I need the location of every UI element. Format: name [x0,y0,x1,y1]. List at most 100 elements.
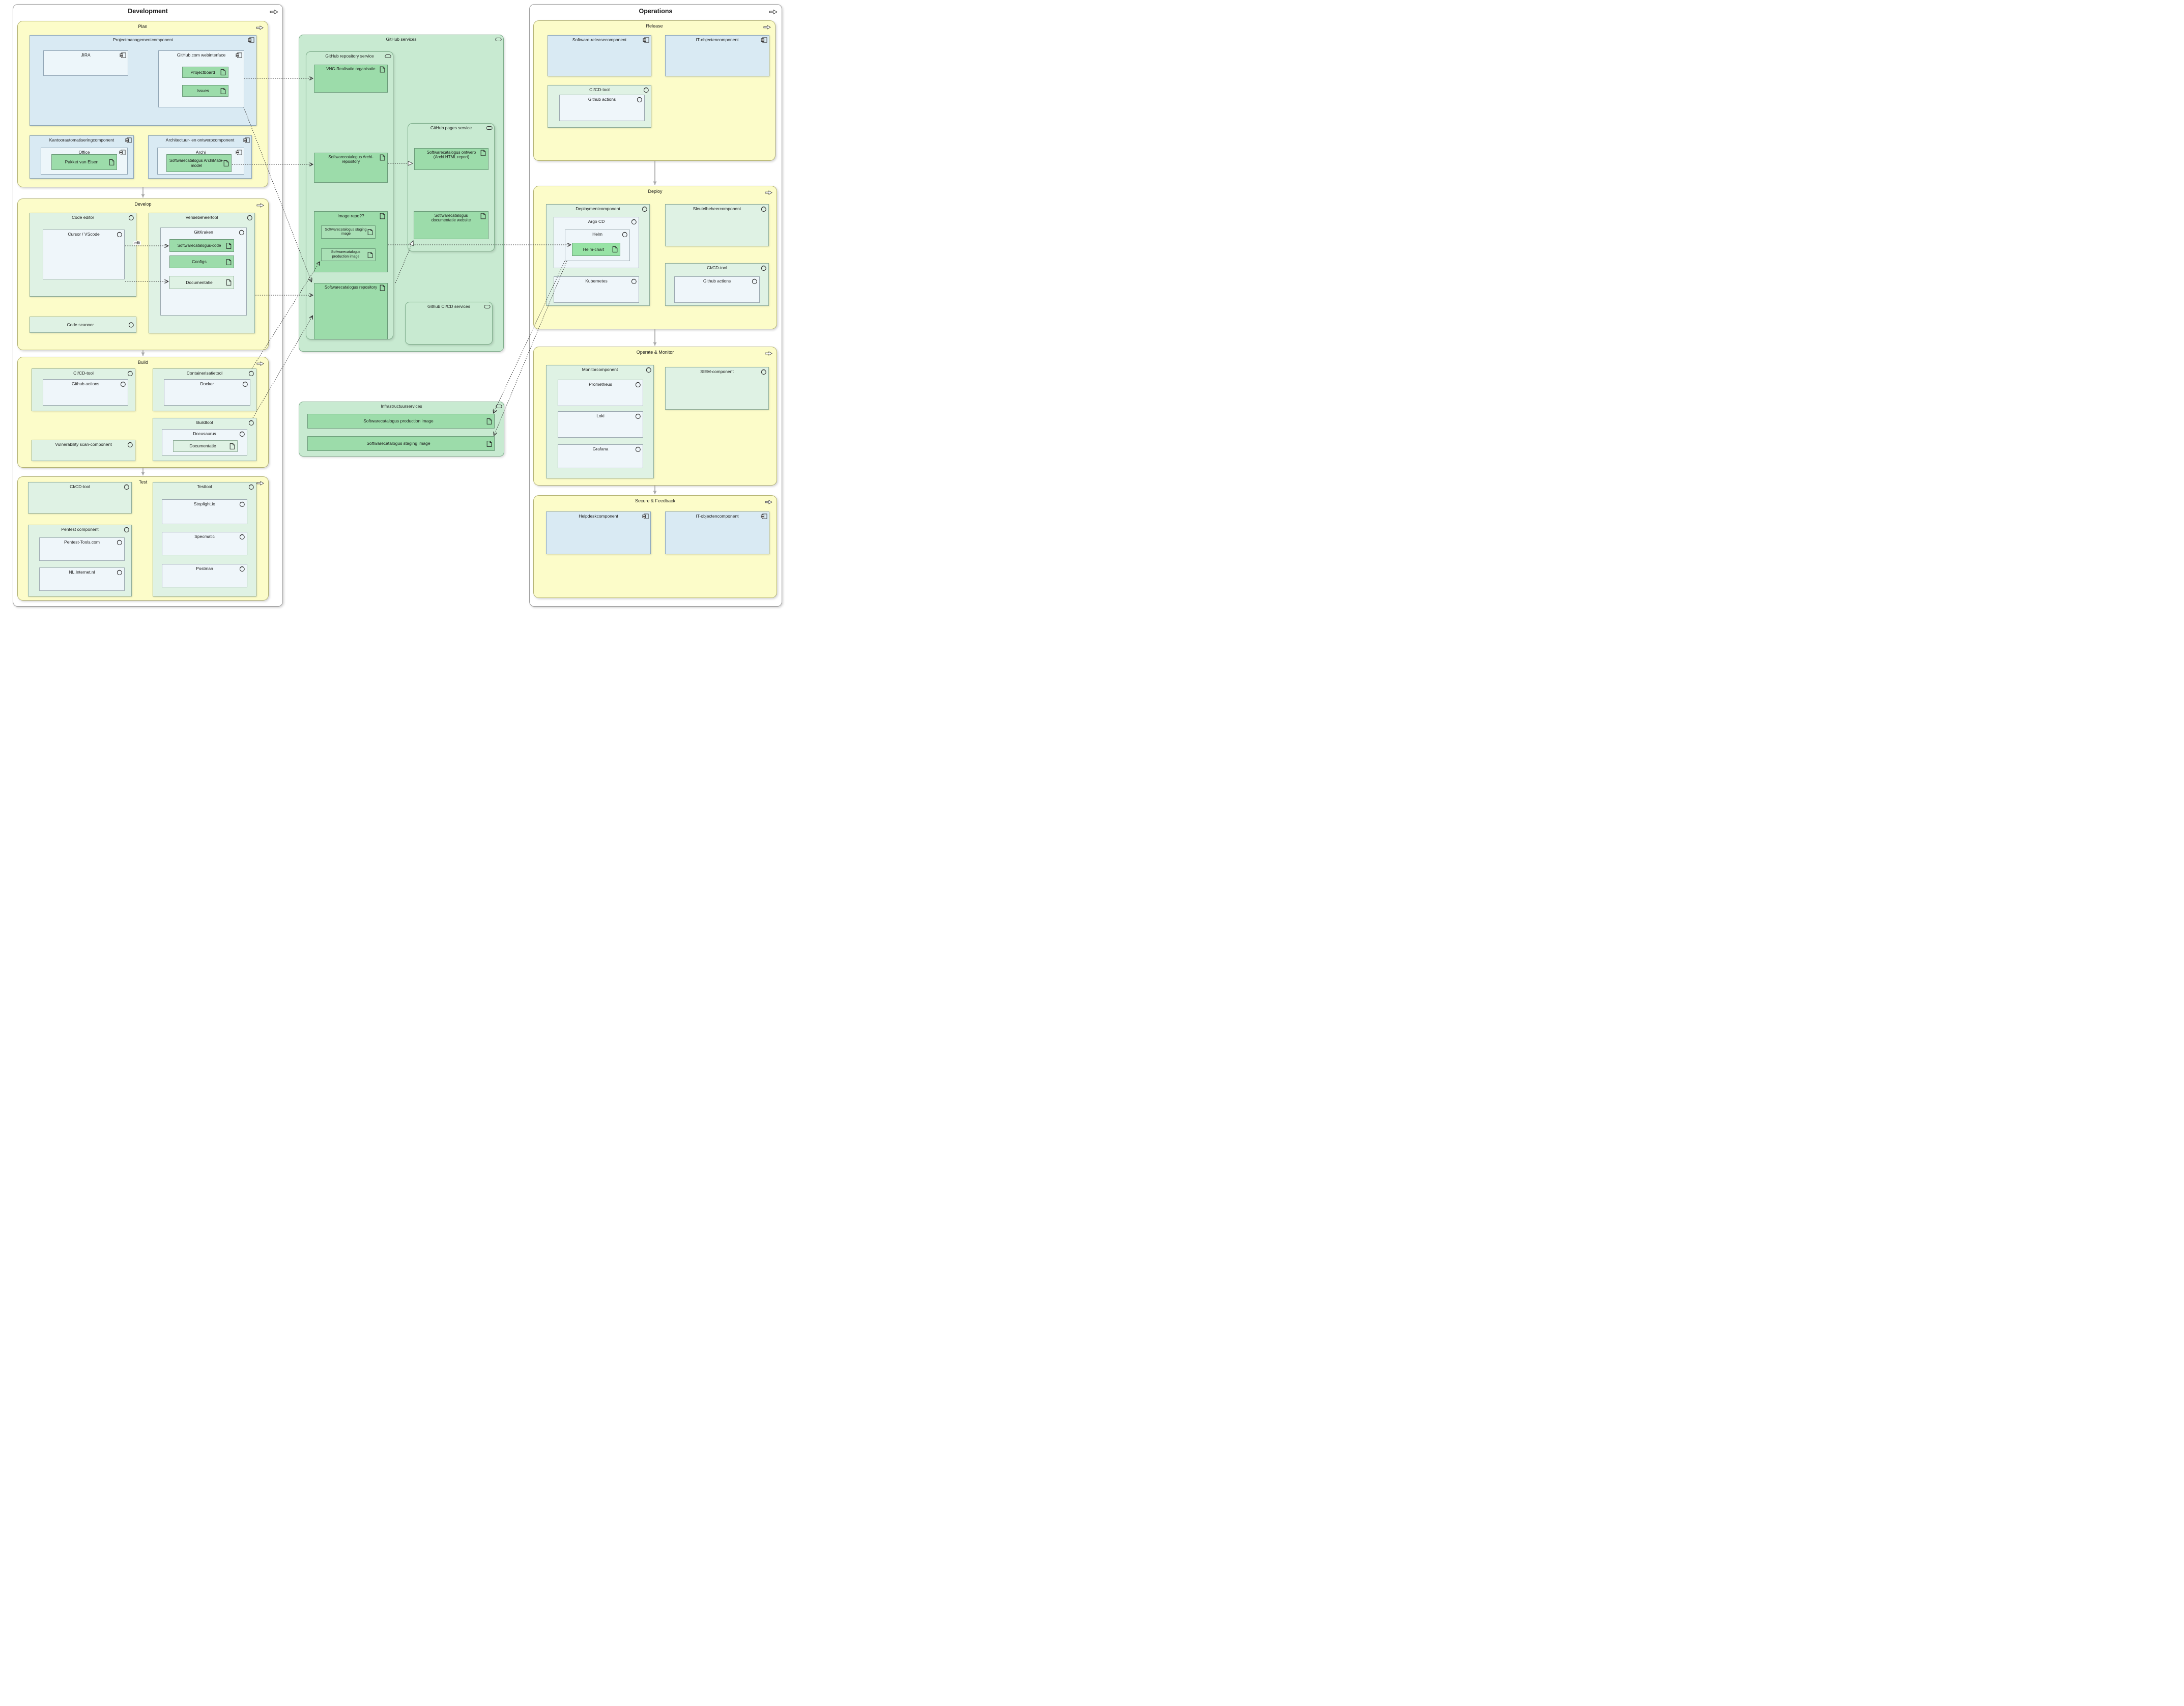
artifact-icon [486,440,493,447]
grafana-label: Grafana [592,446,609,451]
siem-component[interactable]: SIEM-component [665,367,769,410]
softwarecatalogus-archimate-model-label: Softwarecatalogus ArchiMate-model [169,158,224,168]
helpdeskcomponent[interactable]: Helpdeskcomponent [546,511,651,554]
archi-label: Archi [195,150,206,155]
plan-section-label: Plan [138,24,148,29]
deploy-section-label: Deploy [648,189,663,194]
configs-label: Configs [192,259,207,265]
loki[interactable]: Loki [558,411,643,438]
siem-component-label: SIEM-component [700,369,734,374]
nl-internet-nl[interactable]: NL.Internet.nl [39,567,125,591]
code-scanner[interactable]: Code scanner [30,317,136,333]
github-actions-release[interactable]: Github actions [559,95,645,121]
grafana[interactable]: Grafana [558,444,643,468]
infra-softwarecatalogus-staging-image-label: Softwarecatalogus staging image [366,441,430,446]
docusaurus-label: Docusaurus [193,431,216,436]
softwarecatalogus-archimate-model[interactable]: Softwarecatalogus ArchiMate-model [166,154,232,172]
artifact-icon [229,443,236,449]
github-webinterface[interactable]: GitHub.com webinterface [158,50,244,107]
prometheus-label: Prometheus [589,382,612,387]
softwarecatalogus-documentatie-website-label: Sotfwarecatalogus documentatie website [431,213,471,223]
configs[interactable]: Configs [169,255,234,268]
develop-section-label: Develop [134,202,152,207]
containerisatietool-label: Containerisatietool [186,371,223,376]
versiebeheertool-label: Versiebeheertool [185,215,218,220]
image-repo[interactable]: Image repo?? [314,211,388,272]
cicd-tool-build-label: CI/CD-tool [73,371,94,376]
infra-softwarecatalogus-staging-image[interactable]: Softwarecatalogus staging image [307,436,495,451]
softwarecatalogus-code[interactable]: Softwarecatalogus-code [169,239,234,252]
softwarecatalogus-production-image[interactable]: Softwarecatalogus production image [321,248,376,261]
cicd-tool-test[interactable]: CI/CD-tool [28,482,132,514]
softwarecatalogus-ontwerp-label: Softwarecatalogus ontwerp (Archi HTML re… [426,150,476,160]
stoplight-io[interactable]: Stoplight.io [162,499,247,524]
documentatie-develop[interactable]: Documentatie [169,276,234,289]
github-cicd-services[interactable]: Github CI/CD services [405,302,493,345]
artifact-icon [225,259,232,265]
office-label: Office [78,150,90,155]
softwarecatalogus-documentatie-website[interactable]: Sotfwarecatalogus documentatie website [414,211,488,239]
documentatie-build-label: Documentatie [189,443,216,449]
vulnerability-scan-component-label: Vulnerability scan-component [55,442,112,447]
github-actions-release-label: Github actions [588,97,616,102]
vulnerability-scan-component[interactable]: Vulnerability scan-component [32,440,135,461]
pakket-van-eisen-label: Pakket van Eisen [65,159,99,165]
kubernetes-label: Kubernetes [585,278,608,283]
github-services-label: GitHub services [386,37,417,42]
code-scanner-label: Code scanner [67,322,94,327]
softwarecatalogus-staging-image-label: Softwarecatalogus staging image [325,228,367,236]
software-releasecomponent[interactable]: Software-releasecomponent [548,35,651,76]
pentest-tools-com-label: Pentest-Tools.com [64,539,100,545]
it-objectencomponent-release[interactable]: IT-objectencomponent [665,35,769,76]
deploymentcomponent-label: Deploymentcomponent [576,206,620,211]
pentest-component-label: Pentest component [61,527,99,532]
prometheus[interactable]: Prometheus [558,380,643,406]
buildtool-label: Buildtool [196,420,213,425]
issues[interactable]: Issues [182,85,228,97]
projectboard-label: Projectboard [190,69,215,75]
it-objectencomponent-release-label: IT-objectencomponent [696,37,739,42]
documentatie-build[interactable]: Documentatie [173,440,238,452]
jira[interactable]: JIRA [43,50,128,76]
artifact-icon [486,418,493,424]
projectboard[interactable]: Projectboard [182,67,228,78]
artifact-icon [108,159,115,165]
helm-chart[interactable]: Helm-chart [572,243,620,256]
cursor-vscode[interactable]: Cursor / VScode [43,230,125,279]
softwarecatalogus-ontwerp[interactable]: Softwarecatalogus ontwerp (Archi HTML re… [414,148,488,170]
code-editor-label: Code editor [72,215,94,220]
sleutelbeheercomponent[interactable]: Sleutelbeheercomponent [665,204,769,246]
infrastructuurservices-label: Infrastructuurservices [381,404,422,409]
artifact-icon [612,246,618,253]
infra-softwarecatalogus-production-image-label: Softwarecatalogus production image [363,418,434,424]
it-objectencomponent-secure[interactable]: IT-objectencomponent [665,511,769,554]
cicd-tool-release-label: CI/CD-tool [589,87,610,92]
artifact-icon [220,88,226,94]
github-repository-service-label: GitHub repository service [325,53,374,59]
development-frame-label: Development [128,8,168,15]
postman-label: Postman [196,566,213,571]
sleutelbeheercomponent-label: Sleutelbeheercomponent [693,206,741,211]
infra-softwarecatalogus-production-image[interactable]: Softwarecatalogus production image [307,414,495,429]
github-actions-deploy[interactable]: Github actions [674,276,760,303]
softwarecatalogus-staging-image[interactable]: Softwarecatalogus staging image [321,225,376,239]
documentatie-develop-label: Documentatie [186,279,213,285]
github-actions-build[interactable]: Github actions [43,379,128,406]
github-actions-deploy-label: Github actions [703,278,731,283]
postman[interactable]: Postman [162,564,247,587]
softwarecatalogus-repository[interactable]: Softwarecatalogus repository [314,283,388,339]
pentest-tools-com[interactable]: Pentest-Tools.com [39,537,125,561]
nl-internet-nl-label: NL.Internet.nl [69,570,95,575]
monitorcomponent-label: Monitorcomponent [582,367,618,372]
kubernetes[interactable]: Kubernetes [554,276,639,303]
pakket-van-eisen[interactable]: Pakket van Eisen [51,154,117,170]
cursor-vscode-label: Cursor / VScode [68,232,100,237]
projectmanagementcomponent-label: Projectmanagementcomponent [112,37,174,42]
github-cicd-services-label: Github CI/CD services [427,304,471,309]
softwarecatalogus-repository-label: Softwarecatalogus repository [324,285,378,290]
specmatic[interactable]: Specmatic [162,532,247,555]
docker[interactable]: Docker [164,379,250,406]
softwarecatalogus-archi-repository[interactable]: Softwarecatalogus Archi-repository [314,153,388,183]
vng-realisatie-organisatie[interactable]: VNG-Realisatie organisatie [314,65,388,93]
